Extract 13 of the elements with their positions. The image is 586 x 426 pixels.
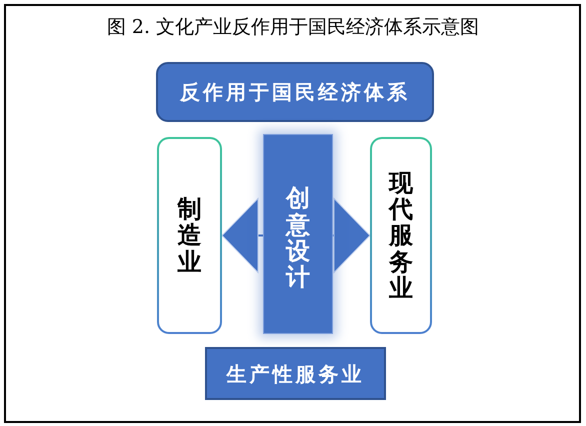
vertical-label: 创意设计 [286,185,310,291]
rounded-box [157,137,222,334]
block-arrow [222,198,263,273]
vertical-label: 现代服务业 [389,170,413,302]
process-column [263,134,333,334]
rounded-box [370,137,432,334]
box-label: 生产性服务业 [226,364,364,384]
vertical-label: 制造业 [178,196,202,276]
process-box [205,347,386,400]
process-box [156,62,434,122]
figure-title: 图 2. 文化产业反作用于国民经济体系示意图 [106,15,480,40]
block-arrow [333,198,370,273]
box-label: 反作用于国民经济体系 [180,82,410,102]
